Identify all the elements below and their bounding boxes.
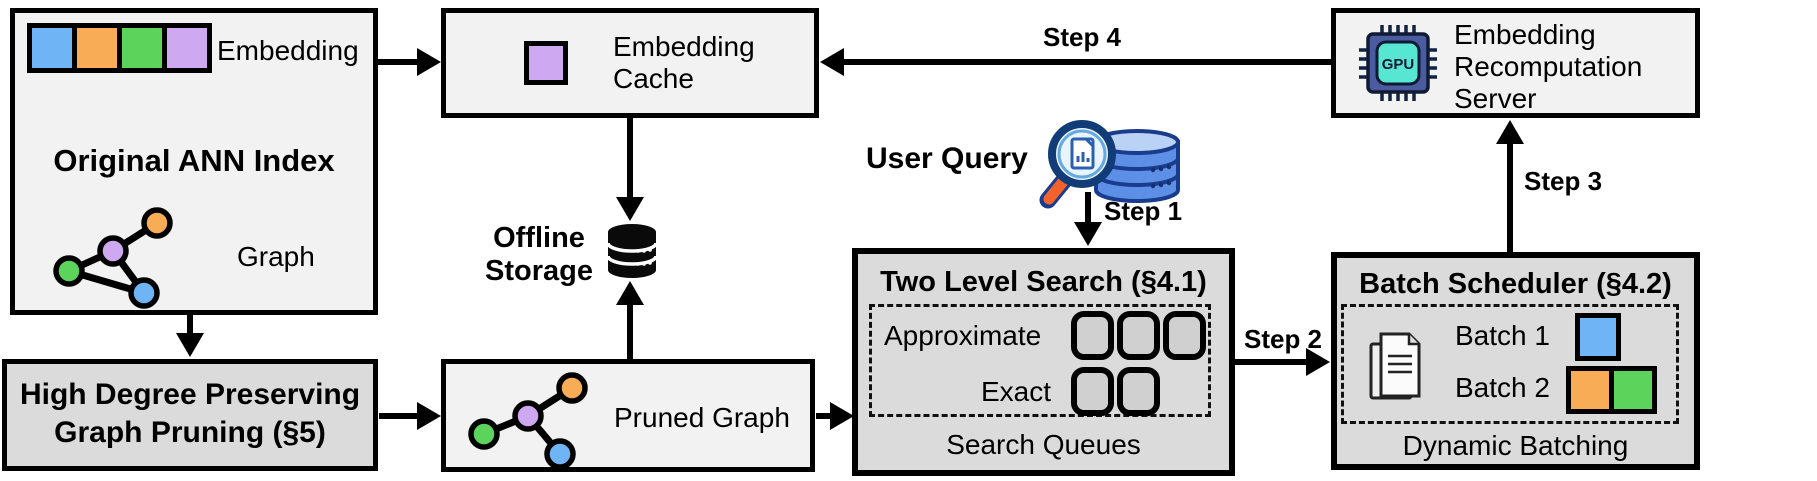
graph-icon [53,207,173,309]
embedding-vector-icon [27,23,212,73]
high-degree-pruning-label-line1: High Degree Preserving [19,378,361,411]
step4-label: Step 4 [1042,22,1122,52]
database-icon [606,224,658,278]
high-degree-pruning-label-line2: Graph Pruning (§5) [54,416,326,449]
exact-label: Exact [981,376,1052,407]
embedding-cell-purple [167,28,207,68]
embedding-cell-green [122,28,162,68]
pruned-graph-label: Pruned Graph [614,402,790,433]
two-level-search-box: Two Level Search (§4.1) Approximate Exac… [852,248,1235,476]
user-query-label: User Query [866,142,1028,175]
original-ann-index-title: Original ANN Index [53,143,335,178]
queue-slot [1117,367,1160,416]
batch2-label: Batch 2 [1455,372,1550,403]
high-degree-pruning-box: High Degree Preserving Graph Pruning (§5… [2,359,378,471]
batch2-item-green [1614,371,1652,409]
pruned-graph-icon [468,372,588,470]
embedding-cache-box: Embedding Cache [441,8,819,118]
offline-storage-label: Offline Storage [485,222,593,288]
step1-label: Step 1 [1104,196,1183,226]
embedding-cell-orange [77,28,117,68]
search-queues-caption: Search Queues [946,429,1141,460]
batch-scheduler-box: Batch Scheduler (§4.2) Batch 1 Batch 2 D… [1331,252,1700,470]
batch2-items [1566,366,1657,414]
embedding-cache-label: Embedding Cache [613,31,755,95]
step2-label: Step 2 [1243,324,1323,354]
documents-icon [1369,332,1421,400]
user-query-icon [1039,120,1180,209]
exact-queue-slots [1071,367,1160,416]
gpu-chip-icon: GPU [1359,25,1437,101]
queue-slot [1163,311,1206,360]
two-level-search-title: Two Level Search (§4.1) [880,266,1207,298]
batch2-item-orange [1571,371,1609,409]
dynamic-batching-caption: Dynamic Batching [1402,430,1629,461]
dynamic-batching-dashed-box [1341,304,1679,424]
pruned-graph-box: Pruned Graph [441,359,815,472]
original-ann-index-box: Embedding Original ANN Index Graph [10,8,378,315]
graph-label: Graph [237,241,315,272]
embedding-recomputation-server-box: GPU Embedding Recomputation Server [1331,8,1700,118]
queue-slot [1071,367,1114,416]
approximate-queue-slots [1071,311,1206,360]
batch-scheduler-title: Batch Scheduler (§4.2) [1359,268,1672,300]
gpu-label: GPU [1382,56,1415,73]
approximate-label: Approximate [884,320,1042,351]
batch1-label: Batch 1 [1455,320,1550,351]
queue-slot [1071,311,1114,360]
batch1-item-blue [1575,313,1621,361]
embedding-recomputation-server-label: Embedding Recomputation Server [1454,19,1643,115]
queue-slot [1117,311,1160,360]
embedding-label: Embedding [217,35,359,66]
cached-embedding-icon [524,41,568,85]
embedding-cell-blue [32,28,72,68]
step3-label: Step 3 [1524,166,1603,196]
search-queues-dashed-box [869,304,1211,417]
